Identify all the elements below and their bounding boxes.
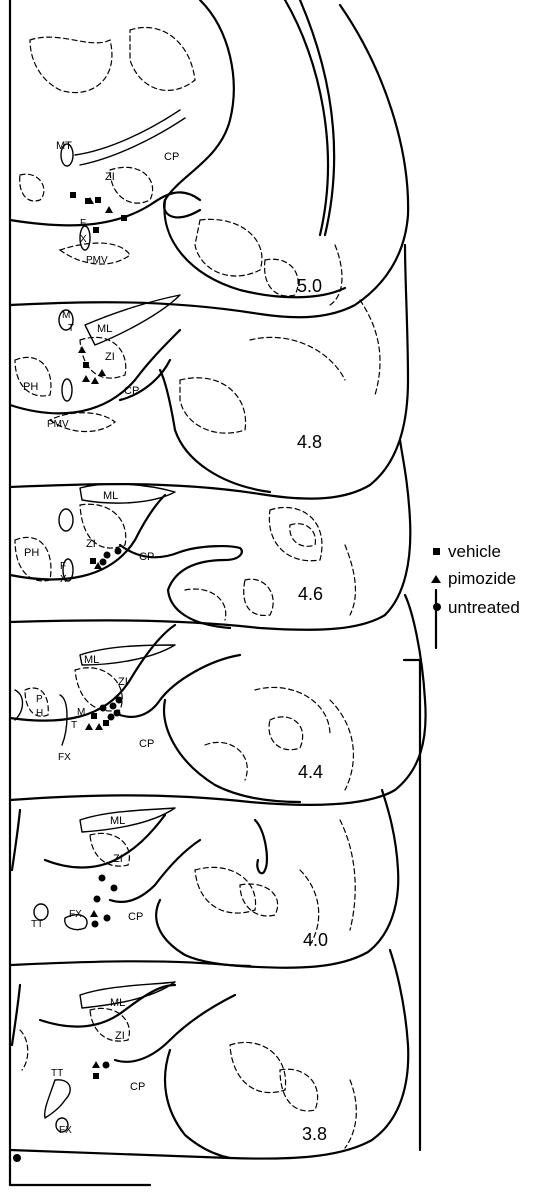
region-label-pmv: PMV [47, 419, 69, 430]
section-label: 4.4 [298, 762, 323, 782]
legend-label-vehicle: vehicle [448, 542, 501, 561]
region-label-fx: FX [69, 909, 82, 920]
untreated-marker [108, 714, 115, 721]
pimozide-marker [95, 723, 103, 730]
filled-circle-icon [433, 603, 441, 611]
region-label-p: P [36, 694, 43, 705]
region-label-tt: TT [51, 1068, 63, 1079]
pimozide-marker [92, 1061, 100, 1068]
region-label-cp: CP [164, 151, 179, 163]
section-label: 4.8 [297, 432, 322, 452]
region-label-zi: ZI [105, 351, 115, 363]
region-label-pmv: PMV [86, 255, 108, 266]
untreated-marker [116, 697, 123, 704]
section-label: 3.8 [302, 1124, 327, 1144]
legend: vehicle pimozide untreated [404, 542, 520, 1150]
region-label-cp: CP [124, 385, 139, 397]
region-label-x: X [60, 574, 67, 585]
untreated-marker [104, 552, 111, 559]
legend-item-untreated: untreated [433, 598, 520, 617]
region-label-cp: CP [139, 551, 154, 563]
vehicle-marker [70, 192, 76, 198]
region-label-ml: ML [103, 490, 118, 502]
region-label-h: H [36, 708, 43, 719]
vehicle-marker [103, 720, 109, 726]
region-label-ml: ML [110, 997, 125, 1009]
legend-label-pimozide: pimozide [448, 569, 516, 588]
pimozide-marker [90, 910, 98, 917]
region-label-zi: ZI [105, 171, 115, 183]
section-4-8: 4.8 ML M T ZI PH CP PMV [10, 245, 408, 499]
untreated-marker [103, 1062, 110, 1069]
region-label-ml: ML [84, 654, 99, 666]
vehicle-marker [121, 215, 127, 221]
untreated-marker [94, 896, 101, 903]
region-label-fx: FX [59, 1125, 72, 1136]
section-3-8: 3.8 ML ZI TT FX CP [10, 950, 408, 1162]
vehicle-marker [91, 713, 97, 719]
section-4-6-outline [10, 440, 410, 630]
region-label-zi: ZI [113, 853, 123, 865]
region-label-zi: ZI [118, 676, 128, 688]
region-label-cp: CP [130, 1081, 145, 1093]
region-label-tt: TT [31, 919, 43, 930]
region-label-ml: ML [110, 815, 125, 827]
legend-label-untreated: untreated [448, 598, 520, 617]
region-label-f: F [80, 218, 86, 229]
untreated-marker [99, 875, 106, 882]
region-label-zi: ZI [86, 538, 96, 550]
section-5-0-outline [10, 5, 408, 317]
filled-triangle-icon [431, 575, 441, 583]
pimozide-marker [82, 375, 90, 382]
region-label-m: M [77, 707, 85, 718]
untreated-marker [92, 921, 99, 928]
untreated-marker [114, 710, 121, 717]
vehicle-marker [90, 558, 96, 564]
section-4-0: 4.0 ML ZI TT FX CP [10, 790, 398, 968]
region-label-ml: ML [97, 323, 112, 335]
pimozide-marker [85, 723, 93, 730]
section-5-0: 5.0 MT ZI CP F X PMV [10, 0, 408, 317]
vehicle-marker [83, 362, 89, 368]
region-label-ph: PH [24, 547, 39, 559]
region-label-t: T [68, 323, 74, 334]
filled-square-icon [433, 548, 440, 555]
section-4-0-outline [10, 790, 398, 968]
region-label-fx: FX [58, 752, 71, 763]
region-label-zi: ZI [115, 1030, 125, 1042]
region-label-mt: MT [56, 140, 72, 152]
legend-item-pimozide: pimozide [431, 569, 516, 588]
untreated-marker [110, 703, 117, 710]
section-4-6: 4.6 ML ZI PH CP F X [10, 440, 410, 630]
pimozide-marker [105, 206, 113, 213]
region-label-m: M [62, 310, 70, 321]
pimozide-marker [78, 346, 86, 353]
untreated-marker [100, 559, 107, 566]
region-label-t: T [71, 720, 77, 731]
untreated-marker [111, 885, 118, 892]
section-label: 4.6 [298, 584, 323, 604]
pimozide-marker [91, 377, 99, 384]
untreated-marker [115, 548, 122, 555]
legend-item-vehicle: vehicle [433, 542, 501, 561]
region-label-x: X [80, 234, 87, 245]
region-label-cp: CP [139, 738, 154, 750]
region-label-ph: PH [23, 381, 38, 393]
region-label-cp: CP [128, 911, 143, 923]
vehicle-marker [95, 197, 101, 203]
section-4-8-outline [10, 245, 408, 499]
vehicle-marker [93, 227, 99, 233]
untreated-marker [100, 705, 107, 712]
section-label: 4.0 [303, 930, 328, 950]
untreated-marker [104, 915, 111, 922]
section-label: 5.0 [297, 276, 322, 296]
pimozide-marker [98, 369, 106, 376]
region-label-f: F [60, 561, 66, 572]
vehicle-marker [93, 1073, 99, 1079]
